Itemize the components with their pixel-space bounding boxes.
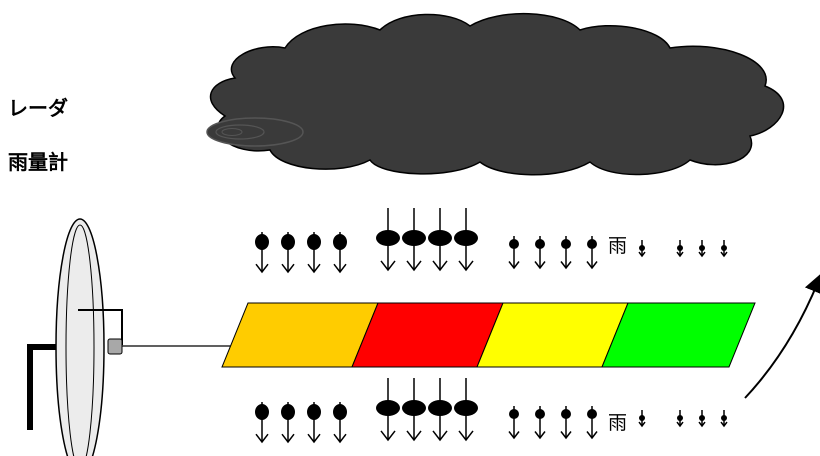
- band-segment-yellow: [476, 302, 629, 368]
- raindrop-icon: [402, 378, 426, 442]
- precip-band: [221, 302, 756, 368]
- raindrop-icon: [376, 208, 400, 272]
- raindrop-icon: [281, 402, 295, 444]
- radar-dish-icon: [27, 218, 232, 456]
- rain-char-bottom: 雨: [608, 412, 627, 434]
- raindrop-icon: [307, 402, 321, 444]
- raindrop-icon: [281, 232, 295, 274]
- raindrop-icon: [638, 240, 646, 258]
- rain-gauge-label: 雨量計: [8, 150, 68, 174]
- raindrop-icon: [255, 402, 269, 444]
- raindrop-icon: [676, 410, 684, 428]
- raindrop-icon: [534, 406, 546, 440]
- raindrops-top-row: [255, 208, 728, 274]
- raindrop-icon: [402, 208, 426, 272]
- raindrop-icon: [508, 236, 520, 270]
- raindrop-icon: [720, 240, 728, 258]
- raindrop-icon: [560, 406, 572, 440]
- raindrop-icon: [586, 406, 598, 440]
- raindrop-icon: [376, 378, 400, 442]
- radar-label: レーダ: [8, 96, 68, 120]
- raindrop-icon: [333, 232, 347, 274]
- band-segment-green: [601, 302, 756, 368]
- curved-arrow-icon: [744, 272, 820, 399]
- cloud-icon: [206, 13, 785, 176]
- raindrop-icon: [333, 402, 347, 444]
- raindrop-icon: [307, 232, 321, 274]
- raindrop-icon: [454, 378, 478, 442]
- raindrop-icon: [428, 378, 452, 442]
- raindrop-icon: [508, 406, 520, 440]
- rain-char-top: 雨: [608, 235, 627, 257]
- raindrop-icon: [720, 410, 728, 428]
- raindrop-icon: [255, 232, 269, 274]
- raindrop-icon: [698, 240, 706, 258]
- raindrop-icon: [586, 236, 598, 270]
- band-segment-red: [351, 302, 504, 368]
- raindrop-icon: [454, 208, 478, 272]
- raindrop-icon: [560, 236, 572, 270]
- raindrop-icon: [534, 236, 546, 270]
- raindrop-icon: [638, 410, 646, 428]
- raindrop-icon: [428, 208, 452, 272]
- raindrops-bottom-row: [255, 378, 728, 444]
- raindrop-icon: [698, 410, 706, 428]
- band-segment-orange: [221, 302, 379, 368]
- raindrop-icon: [676, 240, 684, 258]
